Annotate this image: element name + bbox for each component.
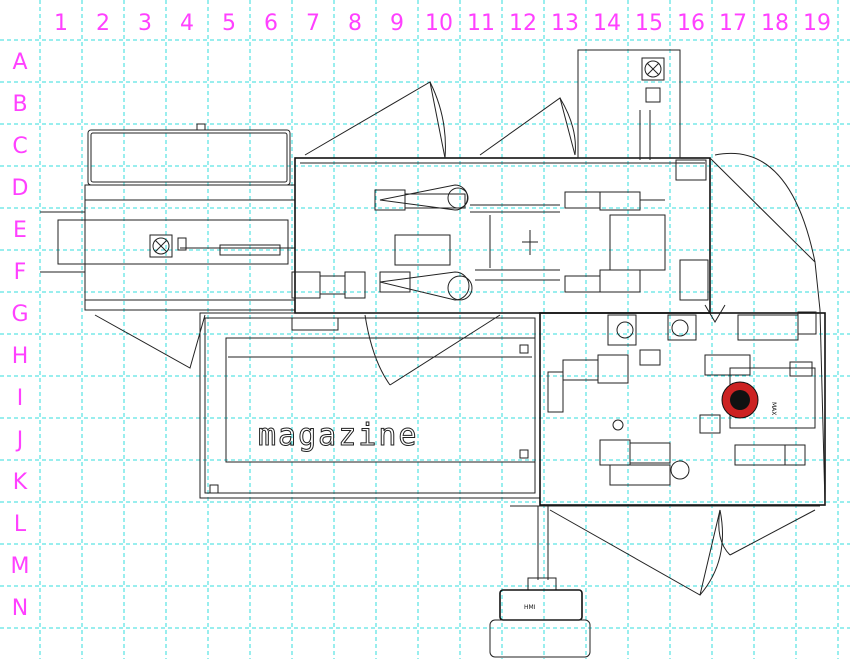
row-label: N <box>12 596 28 621</box>
row-label: G <box>11 302 28 327</box>
row-label: I <box>17 386 24 411</box>
column-label: 5 <box>222 11 236 36</box>
row-label: E <box>13 218 27 243</box>
column-label: 13 <box>551 11 579 36</box>
max-label: MAX <box>770 402 777 415</box>
row-label: B <box>12 92 27 117</box>
upper-right-cabinet <box>577 49 681 159</box>
column-label: 15 <box>635 11 663 36</box>
column-label: 11 <box>467 11 495 36</box>
row-label: D <box>12 176 29 201</box>
column-label: 3 <box>138 11 152 36</box>
column-label: 7 <box>306 11 320 36</box>
bottom-flap <box>549 509 721 596</box>
row-label: L <box>14 512 27 537</box>
column-label: 17 <box>719 11 747 36</box>
column-label: 16 <box>677 11 705 36</box>
row-label: A <box>12 50 27 75</box>
row-label: K <box>13 470 28 495</box>
fan-icon <box>149 234 173 258</box>
hmi-label: HMI <box>524 604 536 611</box>
magazine-tray <box>225 337 536 463</box>
column-label: 10 <box>425 11 453 36</box>
row-label: H <box>12 344 29 369</box>
machine-drawing: magazine MAX <box>40 49 826 658</box>
column-label: 1 <box>54 11 68 36</box>
row-label: J <box>15 428 24 453</box>
row-label: F <box>14 260 27 285</box>
row-label: C <box>12 134 27 159</box>
column-label: 12 <box>509 11 537 36</box>
column-label: 14 <box>593 11 621 36</box>
fan-icon <box>641 57 665 81</box>
top-flap-left <box>304 81 446 159</box>
emergency-stop-icon <box>721 381 759 419</box>
column-label: 6 <box>264 11 278 36</box>
row-label: M <box>11 554 30 579</box>
assembly-frame <box>539 312 826 506</box>
column-label: 2 <box>96 11 110 36</box>
column-label: 8 <box>348 11 362 36</box>
column-label: 18 <box>761 11 789 36</box>
column-label: 4 <box>180 11 194 36</box>
top-flap-right <box>479 97 576 156</box>
column-label: 9 <box>390 11 404 36</box>
column-label: 19 <box>803 11 831 36</box>
hmi-terminal <box>499 589 583 621</box>
top-left-cabinet <box>87 129 291 186</box>
magazine-label: magazine <box>258 418 419 453</box>
